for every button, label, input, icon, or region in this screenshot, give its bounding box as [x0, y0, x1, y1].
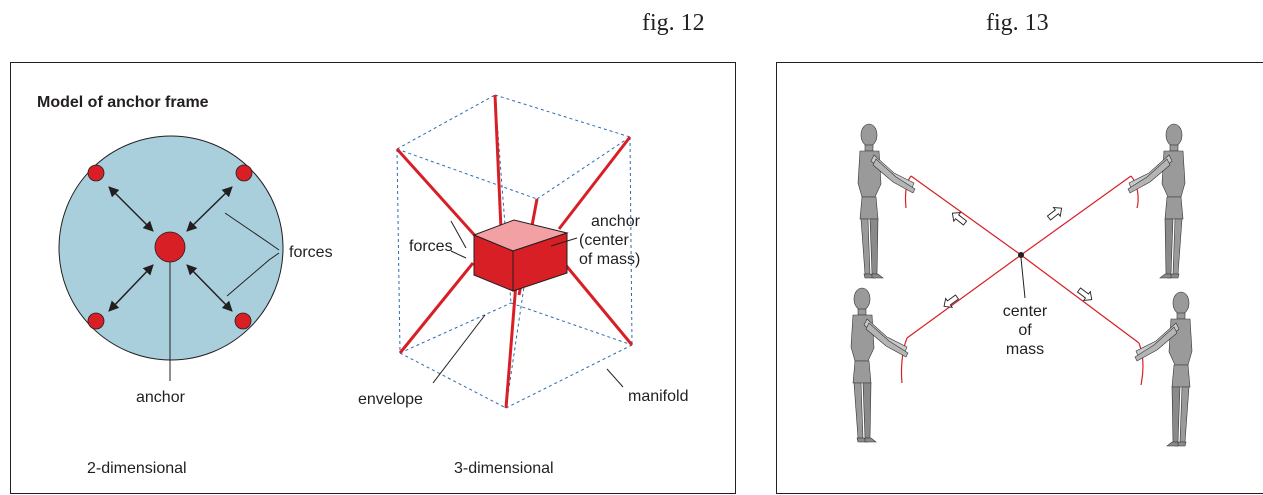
fig12-panel: Model of anchor frame forces anchor 2-di… — [10, 62, 736, 494]
center-label-line1: center — [1003, 303, 1048, 320]
fig13-caption: fig. 13 — [986, 10, 1049, 36]
rope-top-left — [910, 175, 1022, 256]
direction-arrows — [943, 206, 1093, 308]
anchor-point — [154, 231, 186, 263]
force-arrow-bottom-left — [108, 264, 154, 312]
anchor-label-3d-line3: of mass) — [579, 251, 640, 268]
rope-bottom-left — [906, 254, 1022, 339]
forces-leader-3d-upper — [450, 220, 467, 249]
manifold-label: manifold — [628, 388, 688, 405]
rope-end-top-right — [1130, 175, 1139, 209]
forces-label-3d: forces — [409, 238, 453, 255]
rope-top-right — [1020, 175, 1132, 256]
manifold-box — [396, 94, 633, 409]
caption-3d: 3-dimensional — [454, 460, 554, 477]
anchor-label-2d: anchor — [136, 389, 186, 406]
mass-point-bottom-left — [87, 312, 105, 330]
rope-end-bottom-left — [900, 337, 908, 384]
two-dimensional-model: forces anchor 2-dimensional — [58, 135, 333, 477]
person-bottom-right — [1134, 291, 1193, 447]
force-arrow-top-right — [186, 186, 233, 232]
forces-label-2d: forces — [289, 244, 333, 261]
anchor-cube-right — [512, 232, 568, 292]
anchor-frame-diagram: Model of anchor frame forces anchor 2-di… — [37, 94, 688, 477]
fig13-panel: center of mass — [776, 62, 1263, 494]
person-top-left — [857, 123, 916, 279]
arrow-top-right — [1046, 206, 1063, 221]
mass-point-bottom-right — [234, 312, 252, 330]
force-arrow-bottom-right — [186, 264, 233, 312]
forces-leader-top — [224, 212, 280, 251]
arrow-top-left — [951, 211, 968, 226]
manifold-leader — [606, 368, 624, 388]
center-of-mass-illustration: center of mass — [850, 123, 1193, 447]
fig12-caption: fig. 12 — [642, 10, 705, 36]
forces-leader-3d-lower — [450, 250, 467, 259]
diagram-title: Model of anchor frame — [37, 94, 209, 111]
envelope-leader — [432, 314, 486, 384]
person-bottom-left — [850, 287, 909, 443]
mass-point-top-right — [235, 164, 253, 182]
force-arrow-top-left — [108, 186, 154, 232]
three-dimensional-model: forces anchor (center of mass) envelope … — [358, 94, 688, 477]
mass-point-top-left — [87, 164, 105, 182]
center-label-line2: of — [1018, 322, 1032, 339]
anchor-leader-3d — [550, 237, 578, 247]
anchor-label-3d-line1: anchor — [591, 213, 641, 230]
person-top-right — [1127, 123, 1186, 279]
arrow-bottom-right — [1076, 287, 1093, 301]
rope-bottom-right — [1020, 254, 1140, 344]
forces-leader-bottom — [226, 252, 280, 297]
arrow-bottom-left — [943, 294, 960, 308]
envelope-label: envelope — [358, 391, 423, 408]
center-of-mass-leader — [1020, 257, 1026, 299]
rope-end-bottom-right — [1138, 342, 1144, 386]
center-of-mass-point — [1018, 252, 1024, 258]
caption-2d: 2-dimensional — [87, 460, 187, 477]
anchor-label-3d-line2: (center — [579, 232, 629, 249]
force-arrows — [108, 186, 233, 312]
ropes — [900, 175, 1144, 386]
center-label-line3: mass — [1006, 341, 1044, 358]
rope-end-top-left — [904, 175, 912, 209]
